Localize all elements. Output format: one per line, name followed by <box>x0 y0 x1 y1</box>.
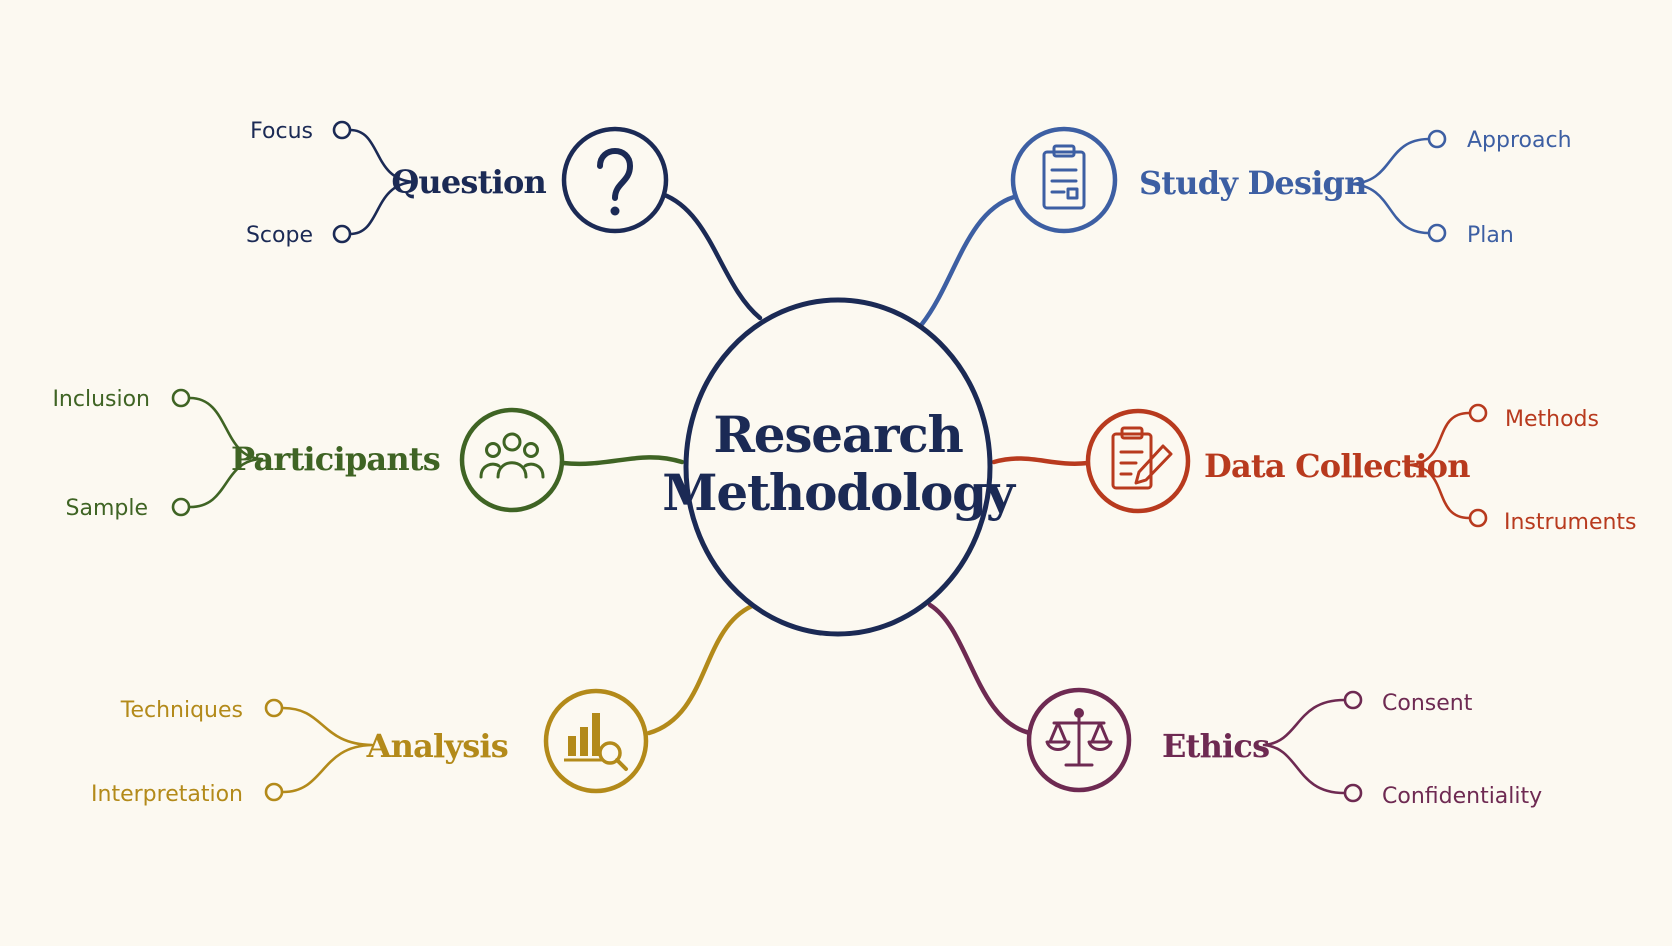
branch-title-question: Question <box>391 163 546 201</box>
bracket-question <box>348 128 416 236</box>
connector-participants <box>560 455 685 467</box>
leaf-dot-approach <box>1427 129 1447 149</box>
clipboard-pencil-icon <box>1111 426 1173 490</box>
connector-question <box>659 191 763 321</box>
leaf-label-focus: Focus <box>250 119 313 144</box>
connector-study-design <box>919 194 1017 327</box>
leaf-dot-confidentiality <box>1343 783 1363 803</box>
branch-title-study-design: Study Design <box>1139 164 1367 202</box>
branch-study-design: Study Design Approach Plan <box>1010 126 1572 248</box>
leaf-label-interpretation: Interpretation <box>91 782 243 807</box>
leaf-dot-plan <box>1427 223 1447 243</box>
central-title-line-1: Research <box>713 405 963 464</box>
branch-data-collection: Data Collection Methods Instruments <box>1085 407 1637 535</box>
branch-question: Question Focus Scope <box>246 119 669 248</box>
leaf-label-techniques: Techniques <box>120 698 243 723</box>
scales-icon <box>1045 708 1113 767</box>
bracket-participants <box>188 396 264 509</box>
branch-ethics: Ethics Consent Confidentiality <box>1026 687 1542 809</box>
leaf-label-confidentiality: Confidentiality <box>1382 784 1542 809</box>
leaf-label-methods: Methods <box>1505 407 1599 432</box>
leaf-label-approach: Approach <box>1467 128 1572 153</box>
bracket-data-collection <box>1408 411 1471 520</box>
leaf-dot-instruments <box>1468 508 1488 528</box>
leaf-label-inclusion: Inclusion <box>52 387 150 412</box>
bracket-study-design <box>1349 137 1430 235</box>
people-group-icon <box>479 432 545 479</box>
leaf-label-scope: Scope <box>246 223 313 248</box>
question-mark-icon <box>597 148 634 216</box>
branch-title-ethics: Ethics <box>1162 727 1269 765</box>
connector-ethics <box>927 602 1033 736</box>
leaf-label-plan: Plan <box>1467 223 1514 248</box>
leaf-dot-scope <box>332 224 352 244</box>
branch-title-data-collection: Data Collection <box>1204 447 1470 485</box>
leaf-dot-consent <box>1343 690 1363 710</box>
branch-title-analysis: Analysis <box>366 727 508 765</box>
bracket-analysis <box>281 706 374 794</box>
branch-title-participants: Participants <box>231 440 440 478</box>
leaf-label-consent: Consent <box>1382 691 1473 716</box>
central-title-line-2: Methodology <box>662 463 1017 522</box>
bracket-ethics <box>1262 698 1346 795</box>
leaf-dot-techniques <box>264 698 284 718</box>
leaf-dot-sample <box>171 497 191 517</box>
connector-analysis <box>646 603 755 736</box>
leaf-dot-inclusion <box>171 388 191 408</box>
leaf-dot-methods <box>1468 403 1488 423</box>
leaf-label-instruments: Instruments <box>1504 510 1637 535</box>
clipboard-icon <box>1042 144 1086 210</box>
leaf-dot-interpretation <box>264 782 284 802</box>
branch-analysis: Analysis Techniques Interpretation <box>91 688 649 807</box>
bar-chart-magnifier-icon <box>564 713 628 771</box>
leaf-label-sample: Sample <box>66 496 149 521</box>
leaf-dot-focus <box>332 120 352 140</box>
branch-participants: Participants Inclusion Sample <box>52 387 565 521</box>
connector-data-collection <box>991 456 1091 466</box>
central-node: Research Methodology <box>662 297 1018 637</box>
